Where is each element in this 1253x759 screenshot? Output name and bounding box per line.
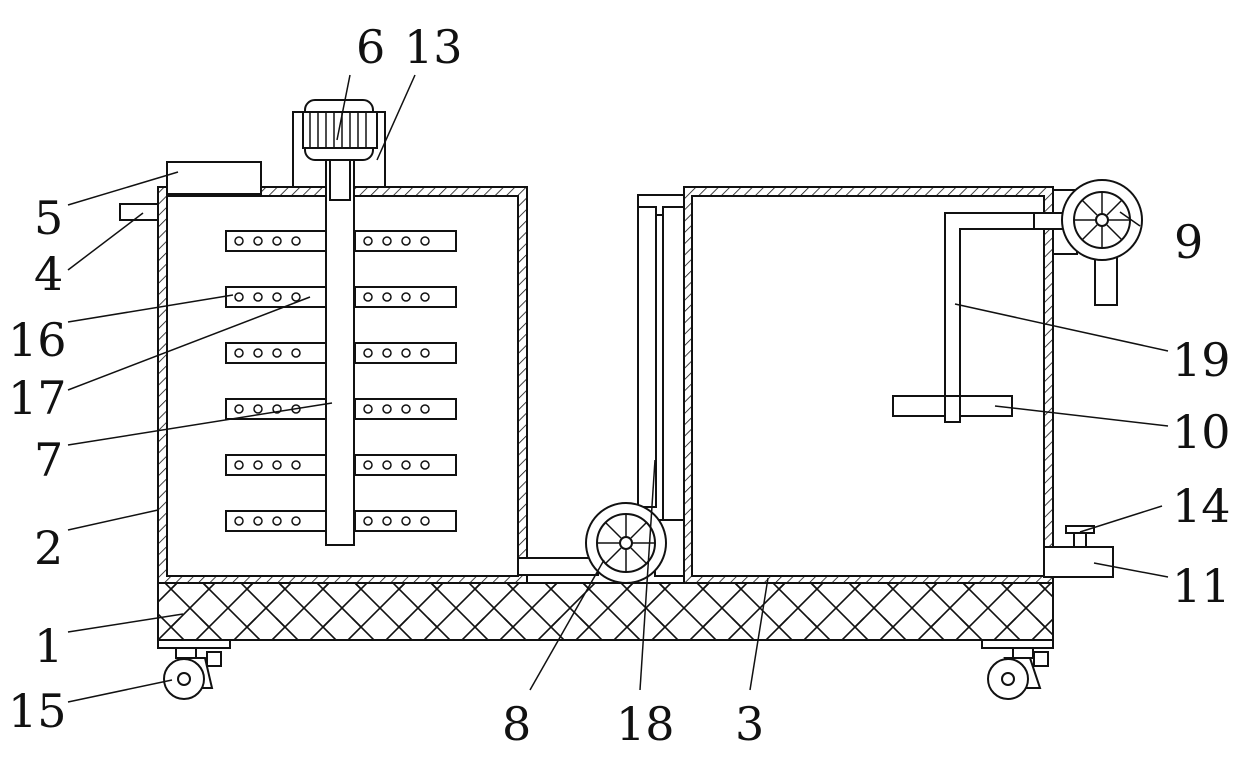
callout-8: 8 xyxy=(502,697,531,751)
callout-1: 1 xyxy=(34,619,63,673)
blade-hole xyxy=(420,404,430,414)
blade-hole xyxy=(272,460,282,470)
storage-tank-right xyxy=(683,186,1054,584)
blade-hole xyxy=(420,348,430,358)
blade-hole xyxy=(401,404,411,414)
callout-7: 7 xyxy=(34,433,63,487)
callout-15: 15 xyxy=(8,684,67,738)
blade-hole xyxy=(363,460,373,470)
blade-hole xyxy=(272,348,282,358)
blade-hole xyxy=(272,236,282,246)
blade-hole xyxy=(291,516,301,526)
blade-hole xyxy=(363,516,373,526)
blade-hole xyxy=(272,516,282,526)
blade-hole xyxy=(291,236,301,246)
callout-3: 3 xyxy=(735,697,764,751)
blade-hole xyxy=(291,460,301,470)
blade-hole xyxy=(234,292,244,302)
blade-hole xyxy=(382,460,392,470)
blade-hole xyxy=(253,236,263,246)
transfer-pump xyxy=(585,502,667,584)
riser-pipe xyxy=(637,194,685,521)
blade-hole xyxy=(363,292,373,302)
blade-hole xyxy=(382,404,392,414)
blade-hole xyxy=(363,348,373,358)
blade-hole xyxy=(401,348,411,358)
callout-14: 14 xyxy=(1172,479,1231,533)
callout-16: 16 xyxy=(8,313,67,367)
blade-hole xyxy=(401,516,411,526)
blade-hole xyxy=(382,348,392,358)
callout-10: 10 xyxy=(1172,405,1231,459)
callout-9: 9 xyxy=(1174,215,1203,269)
blade-hole xyxy=(253,292,263,302)
leader-lines xyxy=(67,74,1169,703)
blade-hole xyxy=(253,516,263,526)
blade-hole xyxy=(234,460,244,470)
blade-hole xyxy=(234,404,244,414)
callout-18: 18 xyxy=(616,697,675,751)
blade-hole xyxy=(363,404,373,414)
blade-hole xyxy=(291,292,301,302)
callout-17: 17 xyxy=(8,371,67,425)
feed-hopper xyxy=(166,161,262,195)
blade-hole xyxy=(253,460,263,470)
blade-hole xyxy=(272,292,282,302)
callout-5: 5 xyxy=(34,191,63,245)
blade-hole xyxy=(363,236,373,246)
stirring-blades xyxy=(225,230,457,532)
discharge-pump xyxy=(1033,179,1143,306)
distributor-head xyxy=(892,395,1013,423)
caster-right xyxy=(981,639,1054,700)
callout-13: 13 xyxy=(404,20,463,74)
inlet-pipe xyxy=(119,203,159,221)
blade-hole xyxy=(234,348,244,358)
blade-hole xyxy=(291,348,301,358)
blade-hole xyxy=(253,404,263,414)
blade-hole xyxy=(420,292,430,302)
blade-hole xyxy=(382,292,392,302)
callout-4: 4 xyxy=(34,247,63,301)
callout-6: 6 xyxy=(356,20,385,74)
outlet-pipe xyxy=(1043,546,1114,578)
blade-hole xyxy=(401,236,411,246)
blade-hole xyxy=(401,460,411,470)
stirring-shaft xyxy=(325,159,355,546)
blade-hole xyxy=(253,348,263,358)
callout-19: 19 xyxy=(1172,333,1231,387)
blade-hole xyxy=(382,516,392,526)
blade-hole xyxy=(420,236,430,246)
blade-hole xyxy=(382,236,392,246)
blade-hole xyxy=(420,460,430,470)
callout-11: 11 xyxy=(1172,559,1231,613)
caster-left xyxy=(157,639,231,700)
blade-hole xyxy=(234,516,244,526)
blade-hole xyxy=(234,236,244,246)
base-plate xyxy=(157,582,1054,641)
blade-hole xyxy=(401,292,411,302)
callout-2: 2 xyxy=(34,521,63,575)
callouts: 1 2 3 4 5 6 7 8 9 10 11 13 14 15 16 17 1… xyxy=(8,20,1231,751)
blade-hole xyxy=(420,516,430,526)
